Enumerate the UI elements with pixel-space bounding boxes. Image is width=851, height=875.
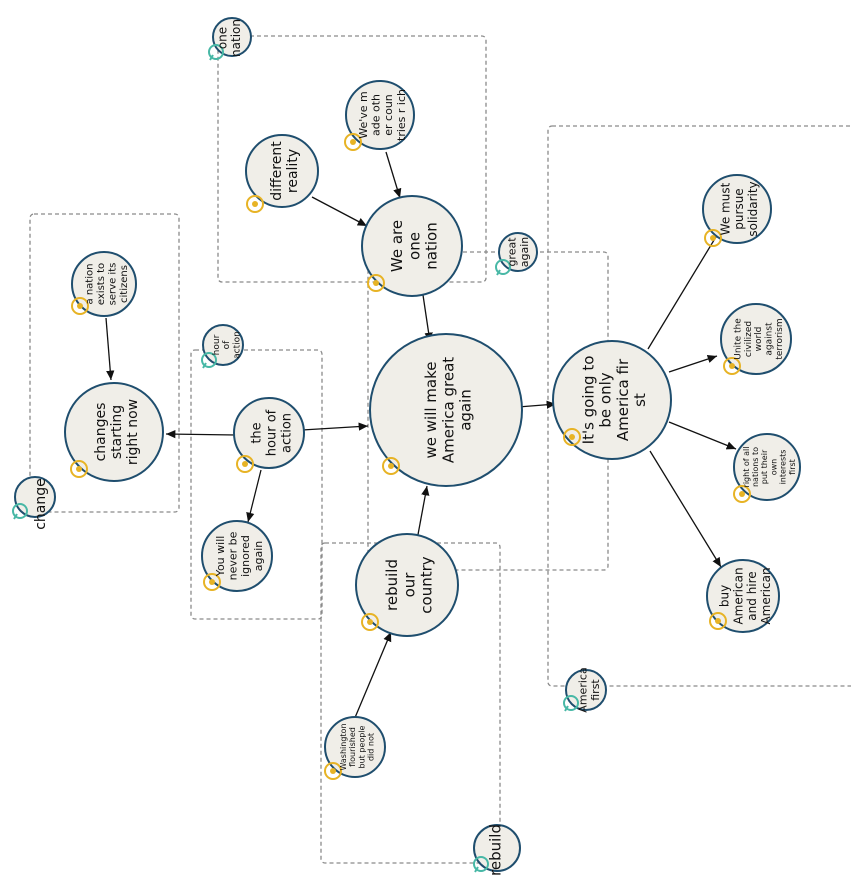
node-label: changesstartingright now (93, 399, 141, 465)
edge-nation-serves-to-changes (105, 317, 115, 381)
group-title-change[interactable]: change (12, 476, 56, 530)
node-america-first[interactable]: It's going tobe onlyAmerica first (552, 340, 672, 460)
group-title-hour-of-action[interactable]: hourofaction (201, 324, 244, 369)
lightbulb-icon (367, 274, 385, 292)
node-label: You willnever beignoredagain (214, 531, 265, 580)
group-title-label: change (33, 478, 49, 530)
people-icon (709, 612, 727, 630)
lightbulb-icon (563, 428, 581, 446)
group-frame-one-nation (217, 35, 487, 283)
lightbulb-icon (203, 573, 221, 591)
edge-other-countries-to-one-nation (385, 151, 402, 199)
node-label: rebuildourcountry (383, 556, 436, 613)
edge-rebuild-to-main (416, 485, 430, 541)
node-label: thehour ofaction (250, 409, 295, 456)
group-title-great-again[interactable]: greatagain (495, 232, 538, 276)
group-title-label: Americafirst (577, 667, 603, 712)
lightbulb-icon (704, 229, 722, 247)
node-label: We mustpursuesolidarity (718, 181, 760, 236)
node-label: we will makeAmerica greatagain (422, 357, 475, 463)
edge-america-first-to-interests (668, 421, 737, 450)
node-great-again[interactable]: we will makeAmerica greatagain (369, 333, 523, 487)
group-title-label: rebuild (486, 824, 504, 875)
node-buy-american[interactable]: buyAmericanand hireAmerican (706, 559, 780, 633)
edge-america-first-to-buy-american (649, 450, 722, 568)
node-label: a nationexists toserve itscitizens (84, 263, 130, 306)
lightbulb-icon (723, 357, 741, 375)
lightbulb-icon (236, 455, 254, 473)
node-nation-serves[interactable]: a nationexists toserve itscitizens (71, 251, 137, 317)
node-label: buyAmericanand hireAmerican (718, 567, 773, 624)
node-label: Unite thecivilizedworldagainstterrorism (733, 318, 784, 360)
chat-bubble-icon (208, 44, 224, 61)
node-washington[interactable]: Washingtonflourishedbut peopledid not (324, 716, 386, 780)
edge-washington-to-rebuild (353, 631, 392, 721)
node-label: We areonenation (388, 220, 441, 272)
chat-bubble-icon (473, 856, 489, 873)
node-we-are-one-nation[interactable]: We areonenation (361, 195, 463, 297)
chat-bubble-icon (563, 695, 579, 712)
edge-main-to-america-first (517, 400, 557, 409)
chat-bubble-icon (12, 503, 28, 520)
node-other-countries[interactable]: We've made other countries r ich (344, 80, 415, 151)
people-icon (324, 762, 342, 780)
node-label: right of allnations toput theirownintere… (742, 447, 797, 488)
edge-one-nation-to-main (422, 294, 433, 343)
group-title-one-nation[interactable]: onenation (208, 17, 252, 61)
node-label: Washingtonflourishedbut peopledid not (339, 723, 376, 770)
edge-hour-to-changes (165, 429, 237, 439)
group-frame-hour-of-action (190, 349, 323, 620)
people-icon (733, 485, 751, 503)
node-unite-world[interactable]: Unite thecivilizedworldagainstterrorism (720, 303, 792, 375)
lightbulb-icon (382, 457, 400, 475)
node-label: differentreality (269, 141, 301, 201)
node-solidarity[interactable]: We mustpursuesolidarity (702, 174, 772, 247)
node-hour-of-action[interactable]: thehour ofaction (233, 397, 305, 473)
node-never-ignored[interactable]: You willnever beignoredagain (201, 520, 273, 592)
chat-bubble-icon (495, 259, 511, 276)
group-title-rebuild[interactable]: rebuild (473, 824, 521, 875)
lightbulb-icon (361, 613, 379, 631)
shield-icon (344, 133, 362, 151)
group-title-label: greatagain (506, 237, 532, 268)
node-rebuild-country[interactable]: rebuildourcountry (355, 533, 459, 637)
group-frame-change (29, 213, 180, 513)
people-icon (71, 297, 89, 315)
group-title-america-first[interactable]: Americafirst (563, 667, 607, 713)
node-different-reality[interactable]: differentreality (245, 134, 319, 213)
node-label: It's going tobe onlyAmerica first (579, 356, 649, 445)
group-title-label: hourofaction (212, 331, 243, 359)
edge-america-first-to-solidarity (647, 221, 726, 350)
node-nations-interests[interactable]: right of allnations toput theirownintere… (733, 433, 801, 503)
chat-bubble-icon (201, 352, 217, 369)
edge-hour-to-main (301, 422, 369, 431)
edge-different-reality-to-one-nation (311, 196, 368, 227)
lightbulb-icon (70, 460, 88, 478)
edge-hour-to-never-ignored (246, 469, 262, 523)
group-title-label: onenation (215, 19, 243, 57)
edge-america-first-to-unite (668, 355, 718, 373)
node-label: We've made other countries r ich (357, 89, 408, 141)
balance-icon (246, 195, 264, 213)
node-changes-now[interactable]: changesstartingright now (64, 382, 164, 482)
